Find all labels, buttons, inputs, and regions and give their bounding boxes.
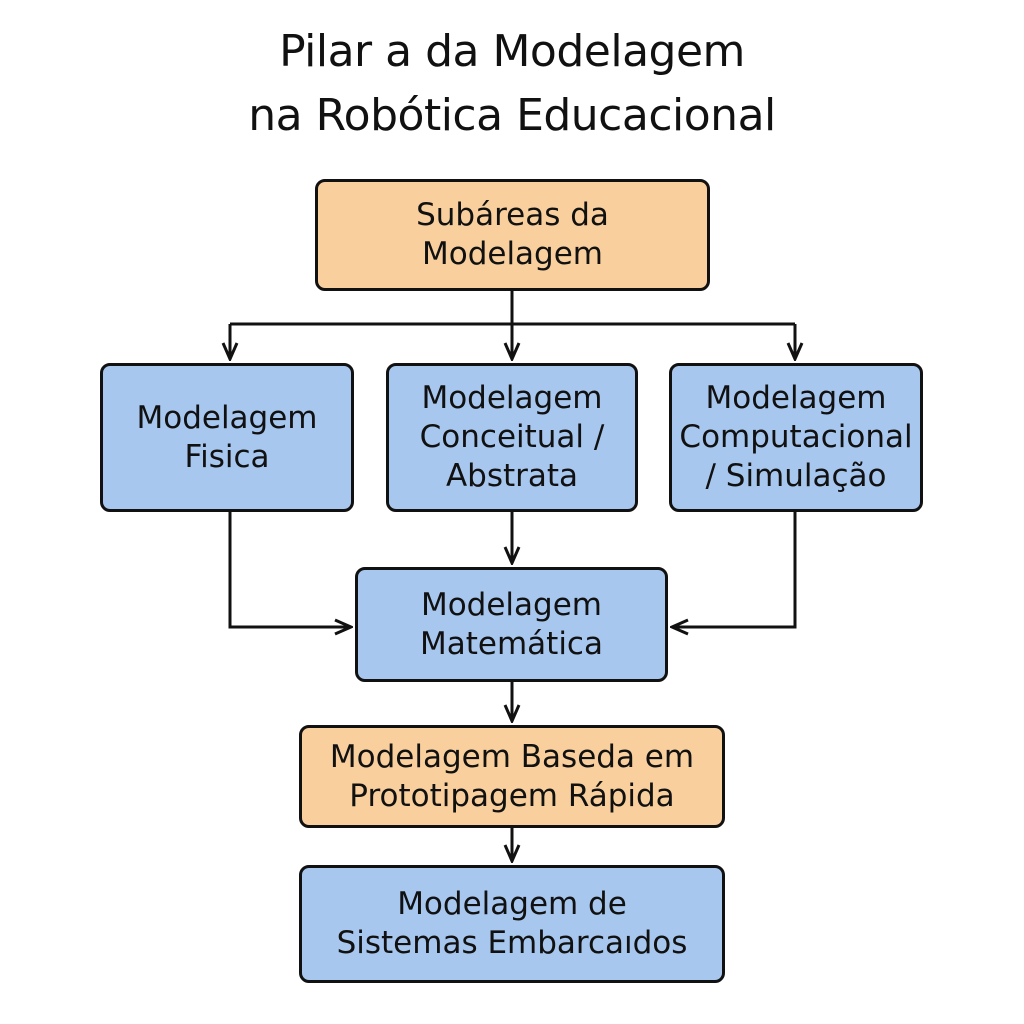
node-label-line: Conceitual / (419, 419, 605, 456)
node-modelagem-matematica: Modelagem Matemática (355, 567, 668, 682)
node-label-line: Matemática (420, 625, 603, 662)
node-label-line: Modelagem (136, 399, 318, 436)
diagram-title-line-2: na Robótica Educacional (248, 90, 776, 141)
node-label-line: Modelagem (421, 380, 603, 417)
node-label-line: Modelagem Baseda em (329, 738, 695, 775)
node-label-line: Abstrata (445, 457, 579, 494)
edge-fisica-to-matematica (228, 512, 351, 627)
node-modelagem-fisica: Modelagem Fisica (100, 363, 354, 512)
node-label-line: Modelagem (420, 586, 602, 623)
node-label-line: Sistemas Embarcaıdos (336, 925, 688, 961)
node-label-line: Modelagem (705, 380, 887, 417)
node-label-line: Subáreas da (416, 197, 609, 234)
node-label-line: Modelagem (421, 236, 604, 272)
node-modelagem-computacional: Modelagem Computacional / Simulação (669, 363, 923, 512)
node-modelagem-prototipagem: Modelagem Baseda em Prototipagem Rápida (299, 725, 725, 828)
node-label-line: / Simulação (705, 457, 887, 494)
node-modelagem-sistemas-embarcados: Modelagem de Sistemas Embarcaıdos (299, 865, 725, 983)
node-label-line: Modelagem de (397, 886, 627, 923)
node-subareas-da-modelagem: Subáreas da Modelagem (315, 179, 710, 291)
edge-computacional-to-matematica (672, 512, 797, 627)
node-label-line: Computacional (679, 419, 913, 456)
node-label-line: Prototipagem Rápida (349, 777, 675, 814)
node-label-line: Fisica (184, 438, 270, 475)
diagram-title-line-1: Pilar a da Modelagem (279, 26, 745, 77)
node-modelagem-conceitual: Modelagem Conceitual / Abstrata (386, 363, 638, 512)
